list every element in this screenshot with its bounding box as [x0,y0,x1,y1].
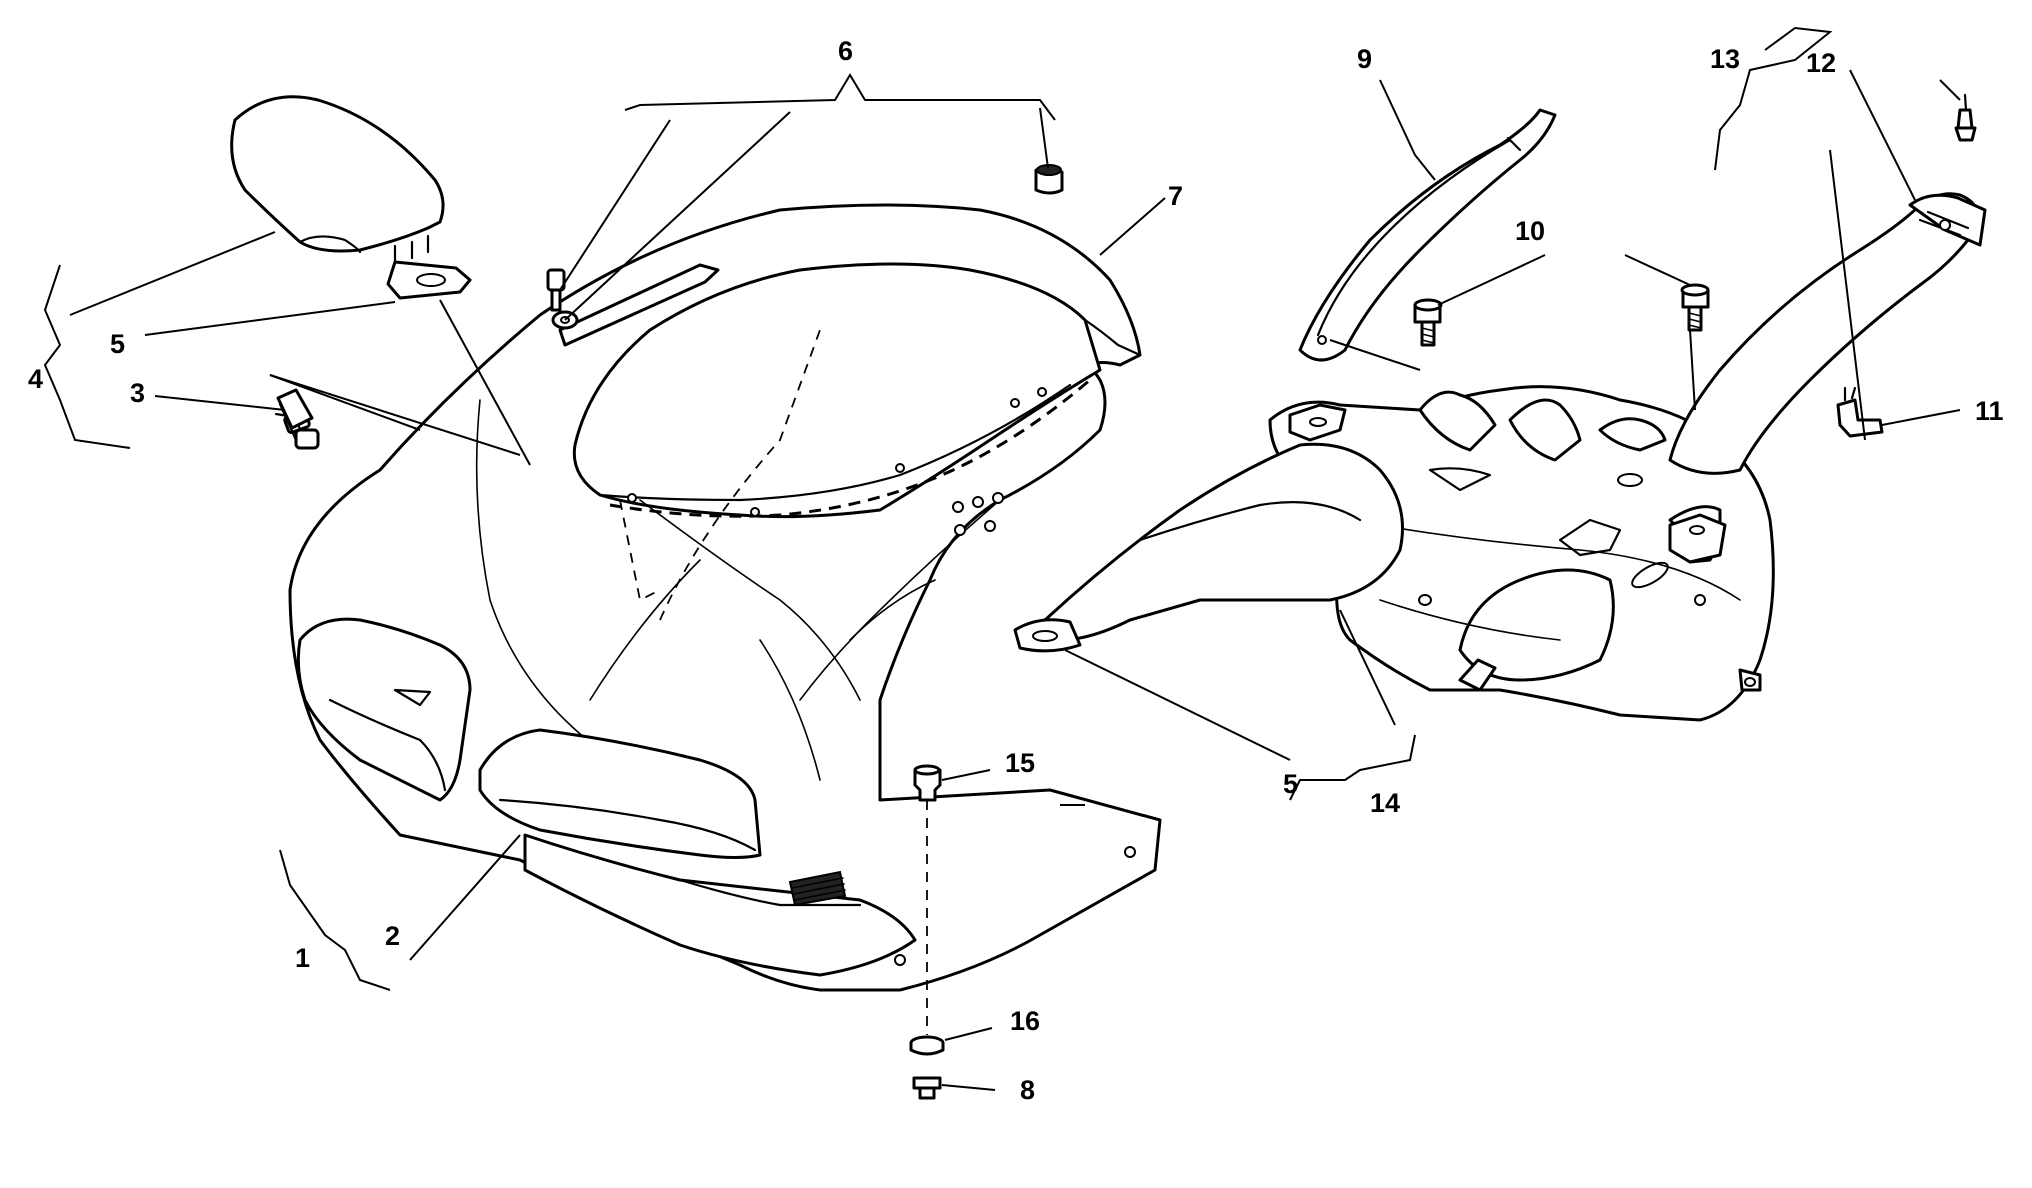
mirror-part-5-right [1013,442,1404,653]
screw-part-12 [1954,93,1977,142]
callout-5-left: 5 [110,329,125,359]
clip-part-11 [1836,386,1884,438]
callout-16: 16 [1010,1006,1040,1036]
front-fairing [288,203,1162,992]
fastener-stack-parts-15-16-8 [909,764,945,1100]
stay-arm-part-13 [1668,192,1987,475]
mirror-assembly-left [230,95,472,300]
callout-10: 10 [1515,216,1545,246]
callout-1: 1 [295,943,310,973]
leader-lines [43,26,1961,1091]
callout-5-right: 5 [1283,769,1298,799]
callout-15: 15 [1005,748,1035,778]
callout-6: 6 [838,36,853,66]
mount-block-part-13 [1668,513,1727,564]
inner-panel-part-14 [1268,385,1775,722]
callout-8: 8 [1020,1075,1035,1105]
callout-7: 7 [1168,181,1183,211]
callout-14: 14 [1370,788,1400,818]
callout-labels: 1 2 3 4 5 6 7 8 9 10 11 12 13 14 5 15 16 [28,36,2004,1105]
callout-13: 13 [1710,44,1740,74]
callout-2: 2 [385,921,400,951]
bolts-part-10 [1413,283,1710,347]
bolt-part-3 [274,388,320,450]
callout-9: 9 [1357,44,1372,74]
bracket-arm-part-9 [1298,108,1557,362]
callout-12: 12 [1806,48,1836,78]
callout-3: 3 [130,378,145,408]
callout-11: 11 [1975,396,2004,426]
callout-4: 4 [28,364,43,394]
